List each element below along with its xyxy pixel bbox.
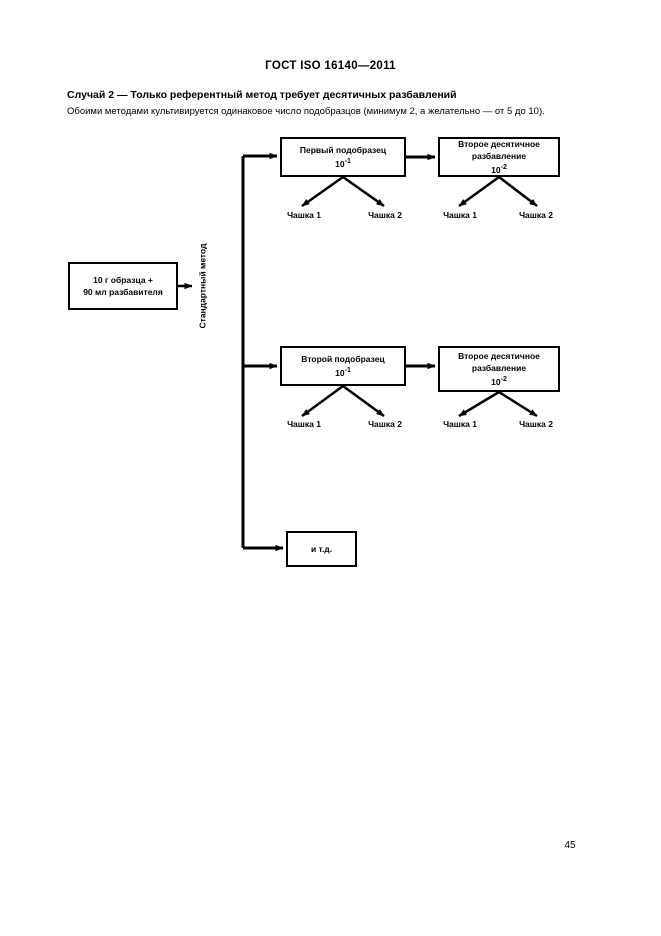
dilution-1-title-a: Второе десятичное [458,139,540,150]
etcetera-text: и т.д. [310,544,333,554]
dish-label-r1-1: Чашка 1 [287,210,321,220]
subsample-1-value: 10-1 [335,158,351,169]
subsample-box-2: Второй подобразец 10-1 [280,346,406,386]
dish-label-r2-4: Чашка 2 [519,419,553,429]
sample-box: 10 г образца + 90 мл разбавителя [68,262,178,310]
page-number: 45 [564,840,576,851]
sample-line-2: 90 мл разбавителя [83,287,163,297]
subsample-box-1: Первый подобразец 10-1 [280,137,406,177]
method-label-text: Стандартный метод [197,243,208,329]
dilution-box-1: Второе десятичное разбавление 10-2 [438,137,560,177]
dilution-2-title-a: Второе десятичное [458,351,540,362]
dilution-1-value: 10-2 [491,164,507,175]
subsample-2-title: Второй подобразец [301,354,385,365]
subsample-1-title: Первый подобразец [299,145,387,156]
dish-label-r1-3: Чашка 1 [443,210,477,220]
dish-label-r2-2: Чашка 2 [368,419,402,429]
dilution-1-title-b: разбавление [471,151,527,162]
caption-title: Случай 2 — Только референтный метод треб… [67,89,457,101]
flow-diagram: 10 г образца + 90 мл разбавителя Стандар… [68,137,560,567]
etcetera-box: и т.д. [286,531,357,567]
dilution-2-value: 10-2 [491,376,507,387]
caption-subtitle: Обоими методами культивируется одинаково… [67,106,545,117]
sample-line-1: 10 г образца + [93,275,153,285]
subsample-2-value: 10-1 [335,367,351,378]
dish-label-r2-3: Чашка 1 [443,419,477,429]
dilution-box-2: Второе десятичное разбавление 10-2 [438,346,560,392]
figure-caption: Случай 2 — Только референтный метод треб… [67,88,607,119]
diagram-connectors [178,152,538,552]
document-header: ГОСТ ISO 16140—2011 [265,60,396,72]
dish-label-r1-2: Чашка 2 [368,210,402,220]
dish-label-r1-4: Чашка 2 [519,210,553,220]
dilution-2-title-b: разбавление [471,363,527,374]
dish-label-r2-1: Чашка 1 [287,419,321,429]
method-label: Стандартный метод [195,236,209,336]
